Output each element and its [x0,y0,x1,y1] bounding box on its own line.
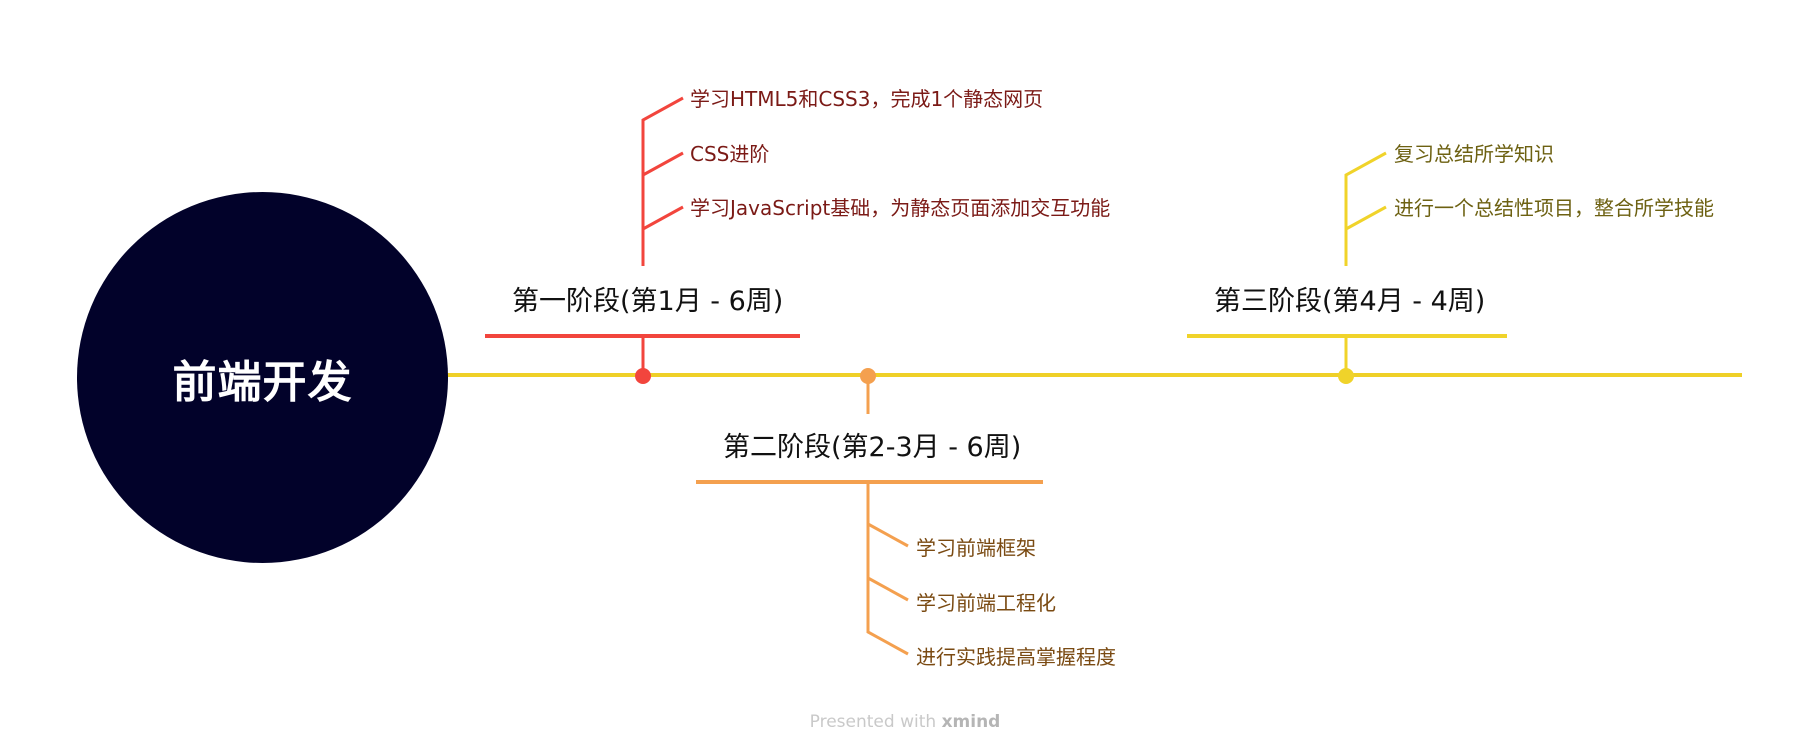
stage-1-node-dot[interactable] [635,368,651,384]
stage-2-branch [866,482,909,656]
stage-3-branch [1345,205,1387,231]
stage-2-title[interactable]: 第二阶段(第2-3月 - 6周) [723,432,1022,463]
footer-prefix: Presented with [809,712,942,732]
root-topic[interactable]: 前端开发 [77,192,448,563]
stage-3-item[interactable]: 复习总结所学知识 [1394,142,1554,166]
stage-3-node-dot[interactable] [1338,368,1354,384]
root-topic-label: 前端开发 [172,356,353,408]
stage-2-branch [867,522,909,548]
stage-1-item[interactable]: 学习HTML5和CSS3，完成1个静态网页 [690,87,1044,111]
stage-1-branch [642,151,684,177]
stage-1-branch [642,205,684,231]
stage-2-branch [867,576,909,602]
stage-1-item[interactable]: 学习JavaScript基础，为静态页面添加交互功能 [690,196,1111,220]
stage-2-item[interactable]: 学习前端框架 [916,536,1036,560]
footer-brand: xmind [941,712,1001,732]
stage-3-branch [1344,151,1387,266]
stage-2-item[interactable]: 学习前端工程化 [916,591,1056,615]
stage-1-item[interactable]: CSS进阶 [690,142,770,166]
footer-credit: Presented with xmind [0,712,1810,732]
stage-3-item[interactable]: 进行一个总结性项目，整合所学技能 [1394,196,1714,220]
stage-2-node-dot[interactable] [860,368,876,384]
stage-2-item[interactable]: 进行实践提高掌握程度 [916,645,1116,669]
stage-1-title[interactable]: 第一阶段(第1月 - 6周) [512,286,784,317]
stage-1-branch [641,96,684,266]
stage-3-title[interactable]: 第三阶段(第4月 - 4周) [1214,286,1486,317]
